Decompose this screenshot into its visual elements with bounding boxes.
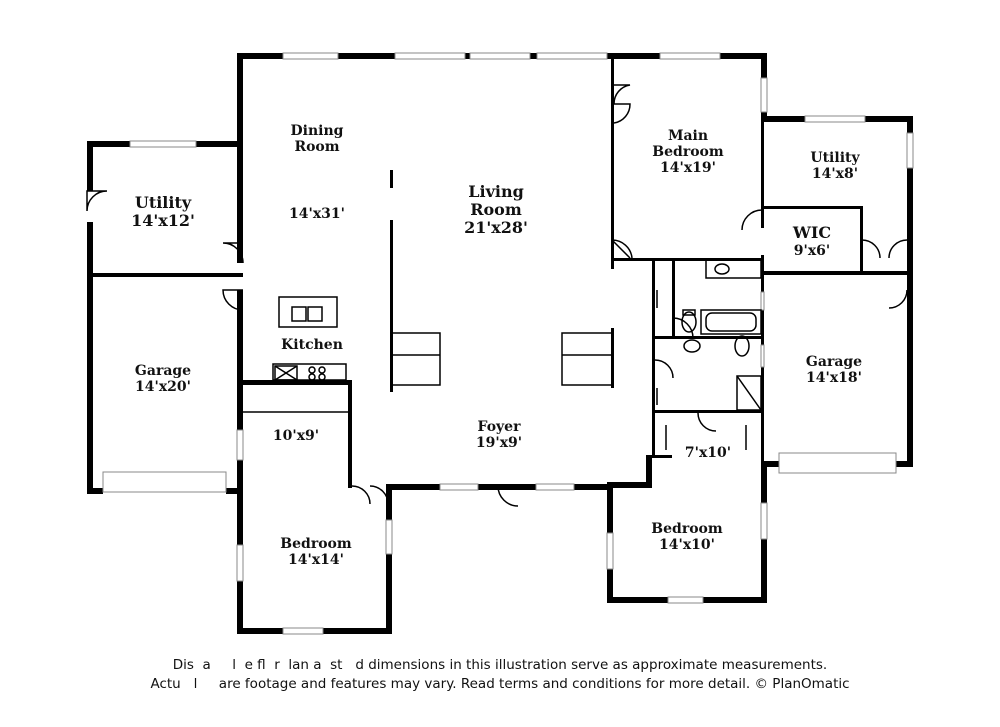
room-dim: 14'x18' (806, 370, 862, 386)
room-label-garage-left: Garage 14'x20' (135, 363, 191, 395)
floor-plan-drawing (86, 52, 914, 635)
room-name: Dining Room (290, 123, 344, 155)
room-name: Living Room (468, 182, 524, 219)
room-label-nook: 10'x9' (273, 428, 319, 444)
room-name: Foyer (477, 419, 521, 435)
room-name: Bedroom (280, 536, 352, 552)
room-name: Bedroom (651, 521, 723, 537)
fixtures (243, 259, 762, 450)
room-name: Utility (134, 193, 192, 212)
room-name: Garage (134, 363, 192, 379)
room-label-bath-hall: 7'x10' (685, 445, 731, 461)
interior-walls (87, 59, 913, 488)
room-dim: 14'x8' (811, 166, 859, 182)
room-dim: 9'x6' (793, 243, 831, 259)
room-dim: 14'x10' (659, 537, 715, 553)
room-name: Kitchen (281, 337, 343, 353)
disclaimer: Dis a l e fl r lan a st d dimensions in … (0, 656, 1000, 694)
disclaimer-line-2: Actu l are footage and features may vary… (150, 676, 850, 692)
room-dim-dining: 14'x31' (289, 206, 345, 222)
room-dim: 21'x28' (464, 218, 528, 237)
room-label-foyer: Foyer 19'x9' (476, 419, 522, 451)
disclaimer-line-1: Dis a l e fl r lan a st d dimensions in … (172, 657, 828, 673)
room-label-wic: WIC 9'x6' (793, 224, 831, 260)
windows (102, 52, 914, 635)
room-label-utility-right: Utility 14'x8' (810, 150, 859, 182)
room-label-kitchen: Kitchen (281, 337, 343, 353)
room-name: Utility (810, 150, 860, 166)
room-label-living: Living Room 21'x28' (464, 183, 528, 237)
room-dim: 7'x10' (684, 445, 732, 461)
exterior-walls (87, 53, 913, 634)
room-label-main-bedroom: Main Bedroom 14'x19' (652, 128, 723, 176)
room-name: Garage (805, 354, 863, 370)
room-label-utility-left: Utility 14'x12' (131, 194, 195, 230)
room-label-dining: Dining Room (291, 123, 344, 155)
room-dim: 14'x19' (660, 160, 716, 176)
room-name: Main Bedroom (652, 128, 724, 160)
room-dim: 19'x9' (475, 435, 523, 451)
room-label-bedroom-right: Bedroom 14'x10' (651, 521, 722, 553)
room-dim: 14'x31' (289, 206, 345, 222)
room-dim: 14'x12' (131, 211, 195, 230)
room-label-bedroom-left: Bedroom 14'x14' (280, 536, 351, 568)
room-name: WIC (792, 223, 832, 242)
room-label-garage-right: Garage 14'x18' (806, 354, 862, 386)
room-dim: 14'x14' (288, 552, 344, 568)
doors (86, 84, 908, 507)
room-dim: 14'x20' (135, 379, 191, 395)
room-dim: 10'x9' (272, 428, 320, 444)
